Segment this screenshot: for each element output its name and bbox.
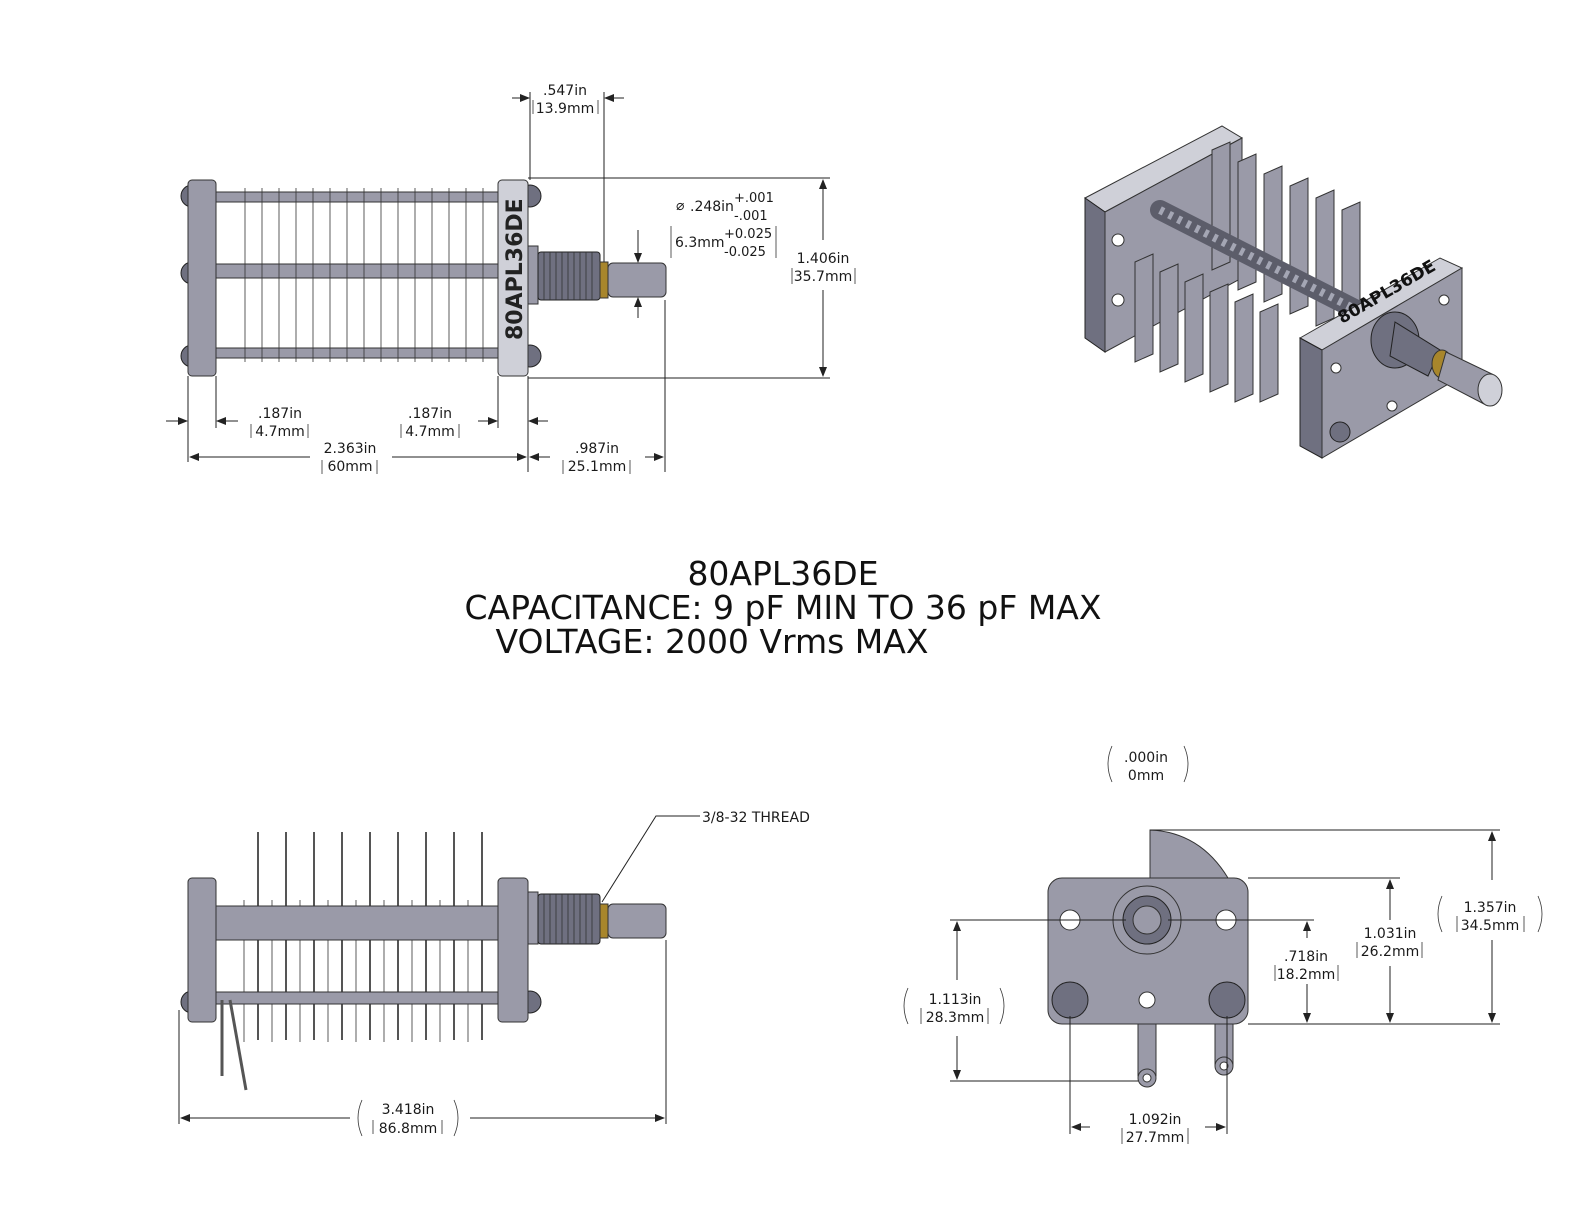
shaft-dia-tol-plus-in: +.001 (734, 191, 774, 206)
plate-height-mm: 26.2mm (1361, 944, 1419, 960)
rotor-height-in: 1.357in (1464, 900, 1517, 916)
end-plate-right-mm: 4.7mm (405, 424, 455, 440)
rotor-height-mm: 34.5mm (1461, 918, 1519, 934)
side-view-dimensions: 3/8-32 THREAD 3.418in 86.8mm (178, 810, 810, 1137)
terminal-height-in: 1.113in (929, 992, 982, 1008)
shaft-dia-tol-plus-mm: +0.025 (724, 227, 772, 242)
svg-text:⌀: ⌀ (676, 198, 685, 214)
zero-ref-in: .000in (1124, 750, 1168, 766)
shaft-length-in: .987in (575, 441, 619, 457)
terminal-spacing-mm: 27.7mm (1126, 1130, 1184, 1146)
zero-ref-mm: 0mm (1128, 768, 1164, 784)
side-view (180, 832, 667, 1091)
shaft-offset-mm: 13.9mm (536, 101, 594, 117)
top-view: 80APL36DE (180, 179, 667, 377)
terminal-spacing-in: 1.092in (1129, 1112, 1182, 1128)
body-length-in: 2.363in (324, 441, 377, 457)
shaft-center-mm: 18.2mm (1277, 967, 1335, 983)
height-in: 1.406in (797, 251, 850, 267)
title-block: 80APL36DE CAPACITANCE: 9 pF MIN TO 36 pF… (465, 554, 1102, 661)
overall-length-in: 3.418in (382, 1102, 435, 1118)
shaft-length-mm: 25.1mm (568, 459, 626, 475)
end-view (1047, 829, 1249, 1088)
part-number-title: 80APL36DE (687, 554, 878, 593)
top-view-dimensions: .547in 13.9mm ⌀ .248in +.001 -.001 6.3mm… (166, 83, 856, 475)
shaft-dia-tol-minus-in: -.001 (734, 209, 768, 224)
thread-note: 3/8-32 THREAD (702, 810, 810, 826)
end-plate-left-in: .187in (258, 406, 302, 422)
shaft-dia-mm: 6.3mm (675, 235, 725, 251)
height-mm: 35.7mm (794, 269, 852, 285)
overall-length-mm: 86.8mm (379, 1121, 437, 1137)
voltage-line: VOLTAGE: 2000 Vrms MAX (496, 622, 929, 661)
shaft-center-in: .718in (1284, 949, 1328, 965)
end-plate-right-in: .187in (408, 406, 452, 422)
isometric-view: 80APL36DE (1084, 125, 1503, 459)
body-length-mm: 60mm (327, 459, 372, 475)
terminal-height-mm: 28.3mm (926, 1010, 984, 1026)
top-view-plates (244, 188, 484, 362)
body-label: 80APL36DE (503, 198, 528, 340)
plate-height-in: 1.031in (1364, 926, 1417, 942)
shaft-dia-tol-minus-mm: -0.025 (724, 245, 766, 260)
capacitance-line: CAPACITANCE: 9 pF MIN TO 36 pF MAX (465, 588, 1102, 627)
end-plate-left-mm: 4.7mm (255, 424, 305, 440)
shaft-offset-in: .547in (543, 83, 587, 99)
thread-lines (543, 252, 593, 300)
shaft-dia-in: .248in (690, 199, 734, 215)
end-view-dimensions: .000in 0mm .718in 18.2mm 1.031in 26.2mm … (903, 745, 1543, 1146)
